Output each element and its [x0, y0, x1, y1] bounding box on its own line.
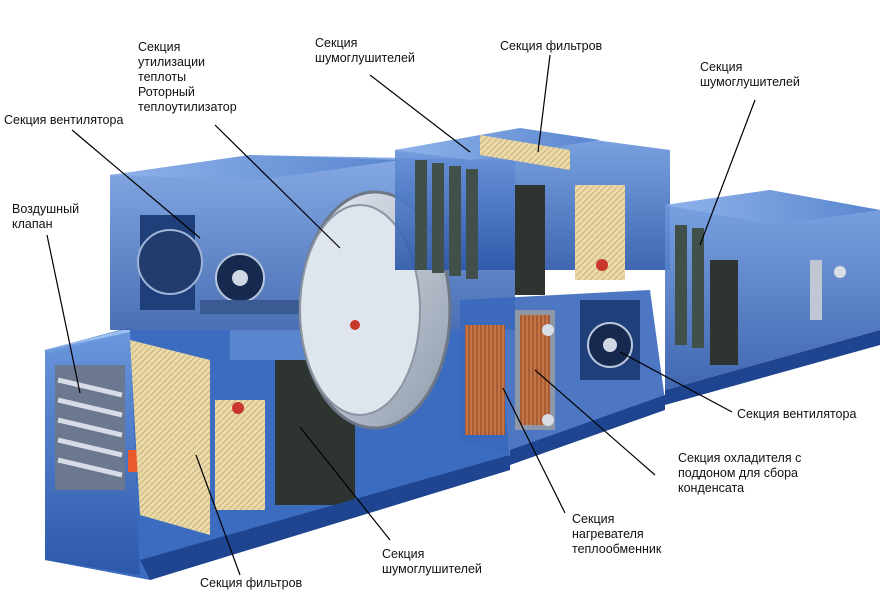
label-silencer-top: Секция шумоглушителей [315, 36, 415, 65]
label-damper: Воздушный клапан [12, 202, 80, 231]
label-filters-top: Секция фильтров [500, 39, 603, 53]
silencer-section-top [415, 160, 545, 295]
label-heater: Секция нагревателя теплообменник [572, 512, 662, 556]
filter-section-top [480, 135, 625, 280]
label-filters-bottom: Секция фильтров [200, 576, 303, 590]
leader-lines [46, 54, 756, 576]
leader-cooler [534, 369, 656, 476]
leader-fan-left [71, 129, 201, 239]
leader-silencer-bottom [299, 426, 391, 541]
leader-filters-bottom [195, 454, 241, 576]
leader-silencer-top [369, 74, 471, 153]
label-fan-left: Секция вентилятора [4, 113, 124, 127]
label-fan-right: Секция вентилятора [737, 407, 857, 421]
silencer-section-right [675, 225, 846, 365]
label-heat-recovery: Секция утилизации теплоты Роторный тепло… [138, 40, 237, 114]
leader-fan-right [619, 351, 733, 413]
leader-heat-recovery [214, 124, 341, 249]
label-cooler: Секция охладителя с поддоном для сбора к… [678, 451, 802, 495]
leader-heater [502, 387, 566, 514]
air-damper [55, 365, 140, 490]
label-silencer-right: Секция шумоглушителей [700, 60, 800, 89]
fan-section-left [137, 215, 330, 314]
label-silencer-bottom: Секция шумоглушителей [382, 547, 482, 576]
leader-damper [46, 234, 81, 394]
filter-section-lower [130, 340, 265, 535]
fan-section-right [580, 300, 640, 380]
heater-coil [465, 325, 505, 435]
base-frame [140, 395, 665, 580]
leader-silencer-right [699, 99, 756, 246]
cooler-coil [515, 310, 555, 430]
leader-filters-top [537, 54, 551, 153]
